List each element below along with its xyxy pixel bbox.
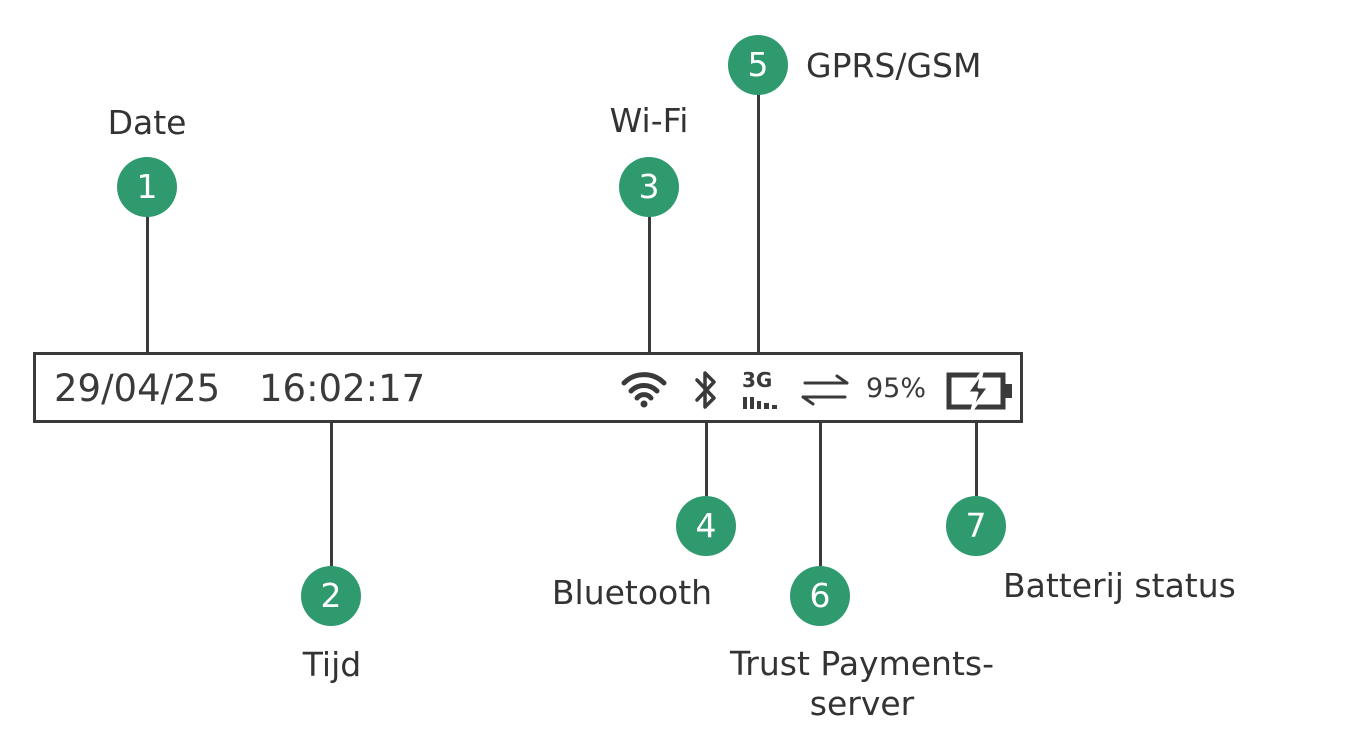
callout-badge-2: 2 — [301, 566, 361, 626]
callout-label-date: Date — [107, 103, 187, 142]
battery-percent: 95% — [866, 373, 927, 404]
leader-line-battery — [975, 423, 978, 496]
callout-label-server: Trust Payments-server — [730, 644, 994, 723]
signal-3g-icon: 3G — [741, 367, 781, 417]
leader-line-bluetooth — [705, 423, 708, 496]
callout-label-wifi: Wi-Fi — [609, 101, 689, 140]
callout-label-bluetooth: Bluetooth — [551, 573, 713, 612]
callout-badge-4: 4 — [676, 496, 736, 556]
transfer-arrows-icon — [799, 373, 851, 411]
leader-line-wifi — [648, 215, 651, 354]
wifi-icon — [621, 369, 667, 413]
callout-badge-7: 7 — [946, 496, 1006, 556]
callout-badge-5: 5 — [728, 35, 788, 95]
svg-text:3G: 3G — [742, 368, 772, 392]
battery-charging-icon — [946, 370, 1014, 415]
callout-badge-3: 3 — [619, 157, 679, 217]
callout-badge-6: 6 — [790, 566, 850, 626]
status-date: 29/04/25 — [54, 367, 221, 410]
leader-line-server — [819, 423, 822, 566]
callout-badge-1: 1 — [117, 157, 177, 217]
status-time: 16:02:17 — [259, 367, 426, 410]
callout-label-battery: Batterij status — [1003, 566, 1236, 605]
callout-label-gprs: GPRS/GSM — [806, 46, 982, 85]
leader-line-time — [330, 423, 333, 566]
leader-line-gprs — [757, 93, 760, 354]
leader-line-date — [146, 215, 149, 354]
callout-label-time: Tijd — [302, 645, 362, 684]
bluetooth-icon — [693, 369, 719, 415]
status-bar: 29/04/25 16:02:17 3G 95% — [33, 352, 1023, 423]
